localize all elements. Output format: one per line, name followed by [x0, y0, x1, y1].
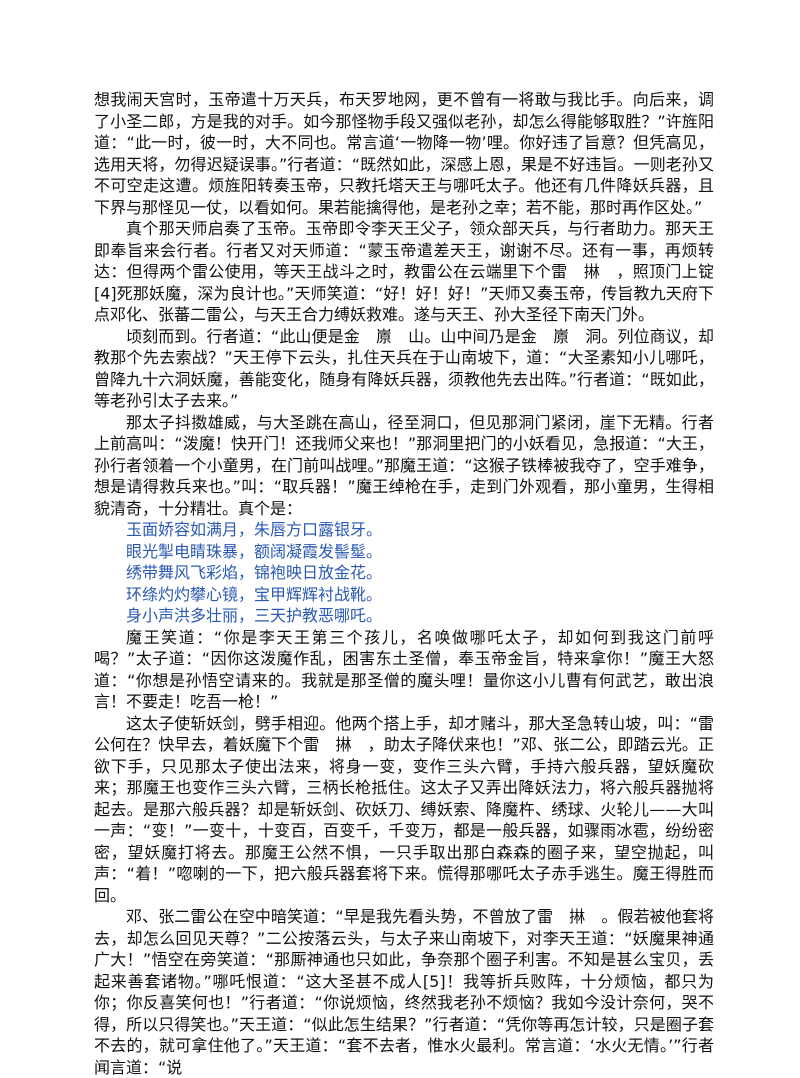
poem-line: 身小声洪多壮丽，三天护教恶哪吒。 [126, 606, 383, 625]
poem-line: 眼光掣电睛珠暴，额阔凝霞发髻髽。 [126, 541, 383, 561]
paragraph-6: 这太子使斩妖剑，劈手相迎。他两个搭上手，却才赌斗，那大圣急转山坡，叫：“雷公何在… [94, 713, 714, 905]
paragraph-2: 真个那天师启奏了玉帝。玉帝即令李天王父子，领众部天兵，与行者助力。那天王即奉旨来… [94, 219, 714, 324]
paragraph-5: 魔王笑道：“你是李天王第三个孩儿，名唤做哪吒太子，却如何到我这门前呼喝？”太子道… [94, 627, 714, 712]
paragraph-1: 想我闹天宫时，玉帝遣十万天兵，布天罗地网，更不曾有一将敢与我比手。向后来，调了小… [94, 90, 714, 217]
poem-line: 环绦灼灼攀心镜，宝甲辉辉衬战靴。 [126, 584, 383, 604]
paragraph-4: 那太子抖擞雄威，与大圣跳在高山，径至洞口，但见那洞门紧闭，崖下无精。行者上前高叫… [94, 412, 714, 518]
poem-block: 玉面娇容如满月，朱唇方口露银牙。 眼光掣电睛珠暴，额阔凝霞发髻髽。 绣带舞风飞彩… [94, 519, 714, 627]
document-page: 想我闹天宫时，玉帝遣十万天兵，布天罗地网，更不曾有一将敢与我比手。向后来，调了小… [94, 90, 714, 1077]
paragraph-7: 邓、张二雷公在空中暗笑道：“早是我先看头势，不曾放了雷 㨆 。假若被他套将去，却… [94, 907, 714, 1077]
body-text: 想我闹天宫时，玉帝遣十万天兵，布天罗地网，更不曾有一将敢与我比手。向后来，调了小… [94, 89, 714, 1078]
poem-line: 玉面娇容如满月，朱唇方口露银牙。 [126, 520, 383, 539]
poem-line: 绣带舞风飞彩焰，锦袍映日放金花。 [126, 563, 383, 582]
paragraph-3: 顷刻而到。行者道：“此山便是金 㟶 山。山中间乃是金 㟶 洞。列位商议，却教那个… [94, 326, 714, 411]
